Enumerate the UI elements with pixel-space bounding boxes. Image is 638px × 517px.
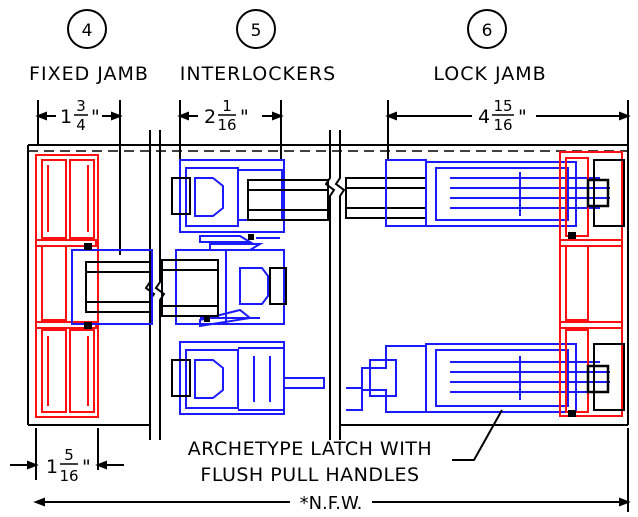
dim-denominator: 16 [59,467,78,485]
dim-whole: 1 [60,106,72,128]
dim-numerator: 15 [493,97,512,115]
weatherstrip [84,243,92,250]
callout-label: LOCK JAMB [433,63,546,85]
callout-bubble [67,9,107,49]
dimension-fixed-jamb [35,100,123,255]
dimension-sill [10,428,124,480]
interlocker-top-panel [171,159,329,233]
note-line-2: FLUSH PULL HANDLES [200,464,419,486]
dimension-interlockers [177,100,284,160]
note-line-1: ARCHETYPE LATCH WITH [188,438,432,460]
dim-denominator: 16 [493,116,512,134]
weatherstrip [204,316,210,322]
note-leader [452,409,503,461]
callout-number: 4 [82,21,93,41]
callout-label: INTERLOCKERS [180,63,337,85]
dim-unit: " [82,456,91,478]
weatherstrip [568,410,576,417]
dim-unit: " [91,106,100,128]
callout-number: 6 [482,21,493,41]
fixed-jamb-frame [35,154,99,418]
dim-numerator: 3 [76,97,86,115]
callout-fixed-jamb: 4 FIXED JAMB [29,9,149,85]
dim-denominator: 16 [217,116,236,134]
callout-bubble [236,9,276,49]
weatherstrip [568,232,576,239]
overall-dimension-label: *N.F.W. [300,493,363,514]
frame-outline [27,144,629,426]
lock-jamb-bottom-sash [346,343,610,413]
dim-unit: " [240,106,249,128]
dim-numerator: 5 [64,446,74,464]
dim-numerator: 1 [222,97,232,115]
callout-lock-jamb: 6 LOCK JAMB [433,9,546,85]
fixed-jamb-sash [71,249,153,325]
interlocker-bottom-panel [171,341,325,415]
dimension-lock-jamb [385,100,631,160]
latch-hardware [586,159,625,411]
callout-label: FIXED JAMB [29,63,149,85]
dim-whole: 2 [204,106,216,128]
dim-denominator: 4 [76,116,86,134]
dim-unit: " [518,106,527,128]
weatherstrip [248,234,254,240]
lock-jamb-top-sash [345,159,610,227]
dim-whole: 4 [478,106,490,128]
callout-bubble [467,9,507,49]
interlocker-middle-sash [161,249,287,325]
weatherstrip [84,322,92,329]
lock-jamb-frame [559,151,623,417]
dim-whole: 1 [46,456,58,478]
callout-number: 5 [251,21,262,41]
hardware-note: ARCHETYPE LATCH WITH FLUSH PULL HANDLES [188,409,503,486]
callout-interlockers: 5 INTERLOCKERS [180,9,337,85]
dimension-overall [33,428,631,512]
